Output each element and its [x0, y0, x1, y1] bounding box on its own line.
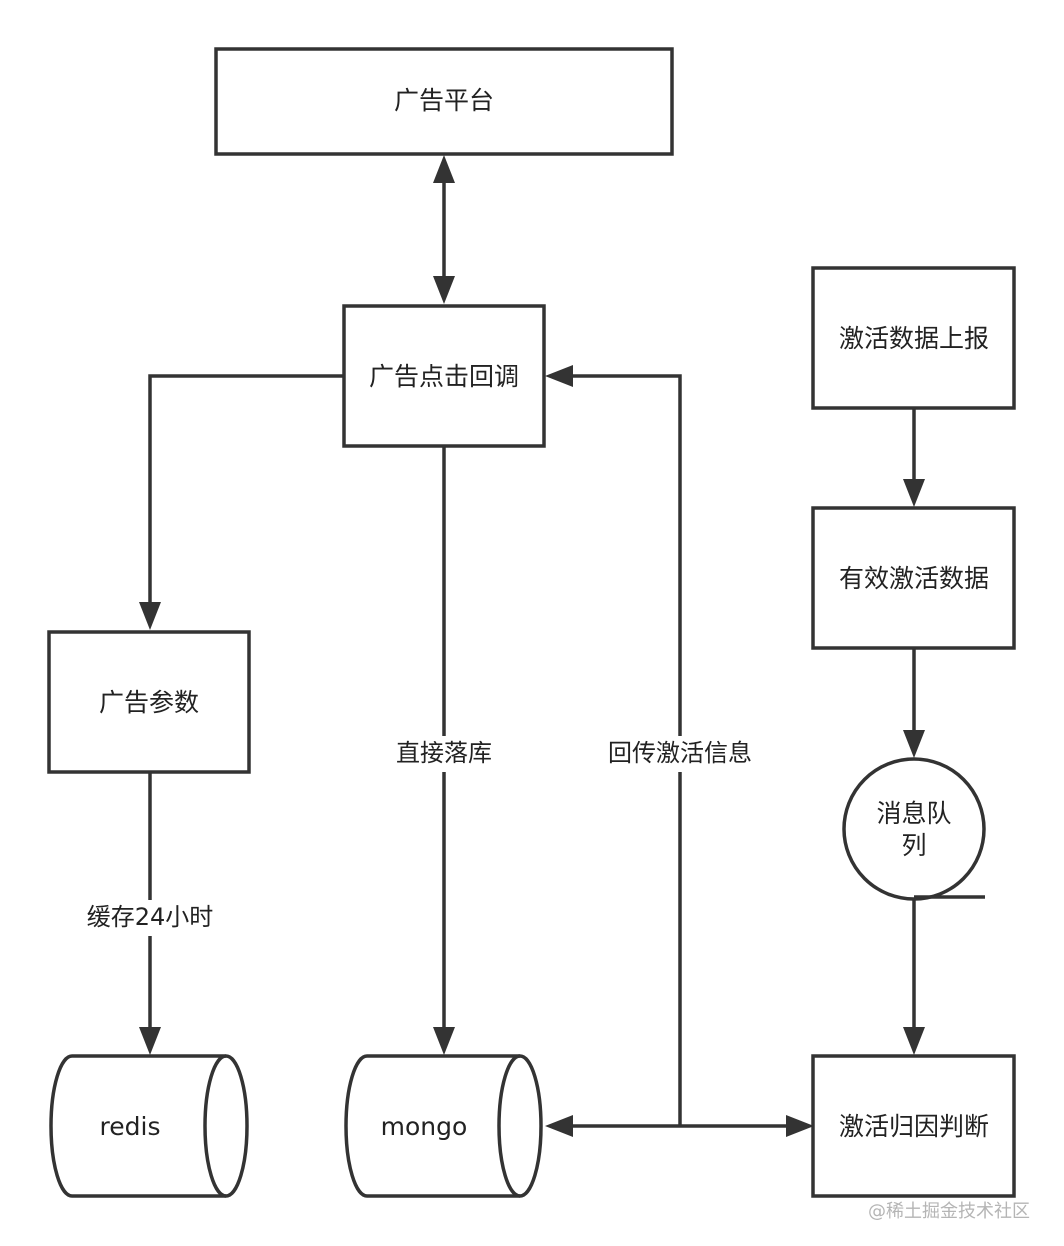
node-redis-label: redis: [100, 1112, 161, 1141]
node-message-queue[interactable]: 消息队 列: [842, 757, 986, 901]
arrowhead-left: [545, 1115, 573, 1137]
node-message-queue-label-1: 消息队: [876, 799, 951, 828]
arrowhead-up: [433, 155, 455, 183]
node-redis-db[interactable]: redis: [49, 1054, 249, 1198]
node-valid-activation-label: 有效激活数据: [839, 564, 989, 593]
node-ad-platform[interactable]: 广告平台: [214, 47, 674, 156]
node-mongo-db[interactable]: mongo: [344, 1054, 543, 1198]
arrowhead-down: [903, 730, 925, 758]
node-attribution-judgment[interactable]: 激活归因判断: [811, 1054, 1016, 1198]
edge-label-bg: [390, 736, 498, 772]
edge-label-cache-24h: 缓存24小时: [87, 903, 214, 931]
edge-attribution-callback: [572, 374, 682, 1126]
watermark-text: @稀土掘金技术社区: [868, 1201, 1030, 1222]
edge-label-callback-activation: 回传激活信息: [608, 739, 752, 767]
arrowhead-down: [433, 276, 455, 304]
edge-callback-params: [148, 374, 344, 604]
node-mongo-label: mongo: [381, 1112, 468, 1141]
arrowhead-right: [786, 1115, 814, 1137]
edge-label-direct-store: 直接落库: [396, 739, 492, 767]
node-ad-platform-label: 广告平台: [394, 86, 494, 115]
arrowhead-down: [139, 602, 161, 630]
node-activation-report[interactable]: 激活数据上报: [811, 266, 1016, 410]
node-ad-click-callback-label: 广告点击回调: [369, 362, 519, 391]
node-message-queue-label-2: 列: [901, 831, 926, 860]
node-activation-report-label: 激活数据上报: [839, 324, 989, 353]
arrowhead-down: [903, 1027, 925, 1055]
node-attribution-judgment-label: 激活归因判断: [839, 1112, 989, 1141]
node-valid-activation[interactable]: 有效激活数据: [811, 506, 1016, 650]
arrowhead-down: [433, 1027, 455, 1055]
node-ad-params[interactable]: 广告参数: [47, 630, 251, 774]
edge-label-bg: [600, 736, 760, 772]
arrowhead-down: [903, 479, 925, 507]
node-ad-params-label: 广告参数: [99, 688, 199, 717]
edge-label-bg: [78, 900, 224, 936]
node-ad-click-callback[interactable]: 广告点击回调: [342, 304, 546, 448]
arrowhead-left: [545, 365, 573, 387]
arrowhead-down: [139, 1027, 161, 1055]
